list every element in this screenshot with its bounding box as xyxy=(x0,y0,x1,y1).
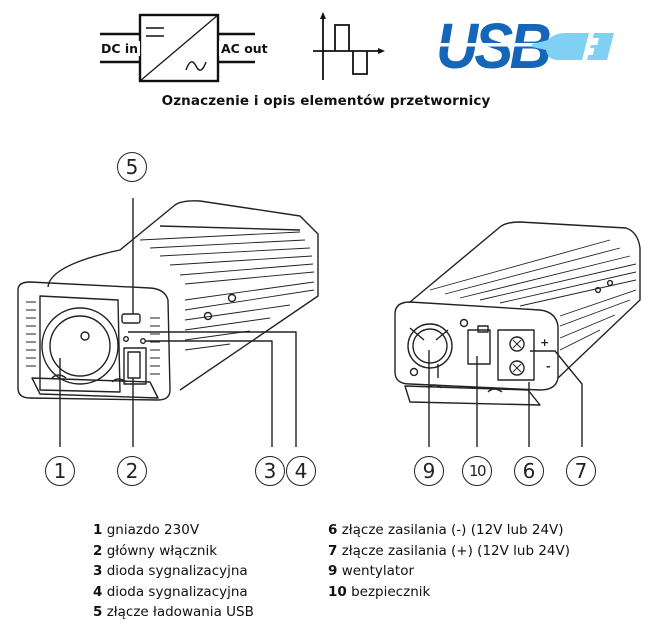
legend-item: 1 gniazdo 230V xyxy=(93,522,200,538)
callout-4: 4 xyxy=(286,456,316,486)
callout-5: 5 xyxy=(117,152,147,182)
legend-item: 6 złącze zasilania (-) (12V lub 24V) xyxy=(328,522,564,538)
callout-9: 9 xyxy=(414,456,444,486)
callout-10: 10 xyxy=(462,456,492,486)
dc-in-label: DC in xyxy=(101,41,138,56)
callout-1: 1 xyxy=(45,456,75,486)
legend-left: 1 gniazdo 230V 2 główny włącznik 3 dioda… xyxy=(93,520,254,623)
legend-item: 4 dioda sygnalizacyjna xyxy=(93,583,248,600)
inverter-front-diagram xyxy=(17,198,319,447)
ac-out-label: AC out xyxy=(221,41,268,56)
legend-item: 10 bezpiecznik xyxy=(328,583,431,600)
callout-2: 2 xyxy=(117,456,147,486)
modified-square-wave-icon xyxy=(313,12,385,80)
legend-item: 9 wentylator xyxy=(328,563,415,579)
callout-3: 3 xyxy=(255,456,285,486)
legend-item: 5 złącze ładowania USB xyxy=(93,604,254,620)
legend-item: 3 dioda sygnalizacyjna xyxy=(93,563,248,579)
page-title: Oznaczenie i opis elementów przetwornicy xyxy=(161,93,491,109)
terminal-minus-label: - xyxy=(546,360,551,373)
legend-item: 2 główny włącznik xyxy=(93,542,218,559)
usb-logo: USB xyxy=(436,10,614,82)
inverter-back-diagram: + - xyxy=(394,221,641,447)
legend-item: 7 złącze zasilania (+) (12V lub 24V) xyxy=(328,542,570,559)
terminal-plus-label: + xyxy=(540,336,549,349)
legend-right: 6 złącze zasilania (-) (12V lub 24V) 7 z… xyxy=(328,520,570,602)
callout-6: 6 xyxy=(514,456,544,486)
dc-ac-converter-icon: DC in AC out xyxy=(100,13,268,83)
callout-7: 7 xyxy=(566,456,596,486)
